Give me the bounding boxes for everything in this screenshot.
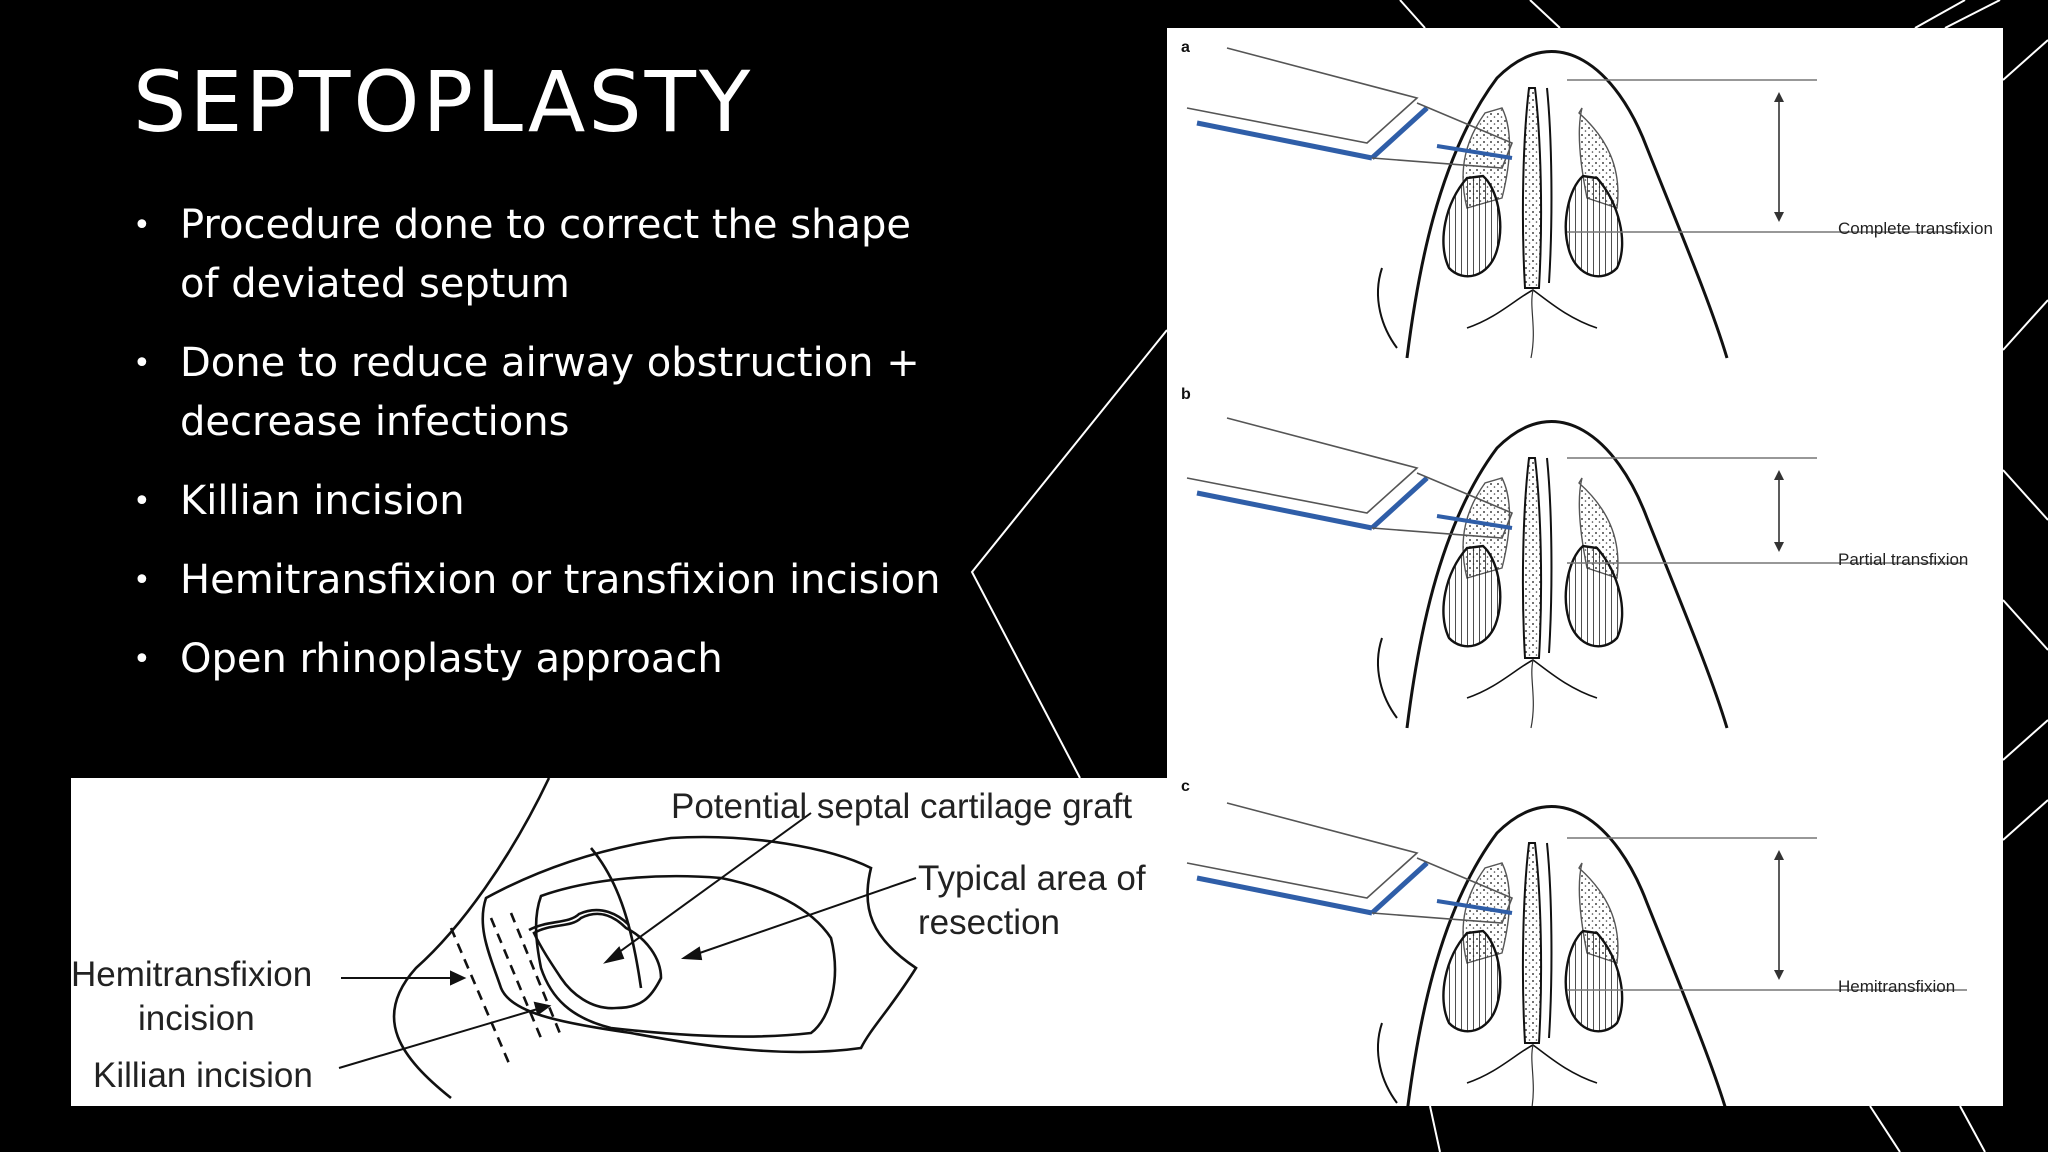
incision-diagram-svg: a Complete transfixion b Partial transfi… — [1181, 39, 1993, 1106]
resection-label: resection — [918, 903, 1060, 942]
bullet-icon: • — [133, 563, 151, 598]
septal-cartilage-figure: Potential septal cartilage graft Typical… — [71, 777, 1167, 1106]
panel-letter: c — [1181, 778, 1190, 795]
bullet-icon: • — [133, 346, 151, 381]
hemitransfixion-label: Hemitransfixion — [71, 955, 312, 994]
bullet-item: •Hemitransfixion or transfixion incision — [133, 551, 953, 610]
bullet-list: •Procedure done to correct the shape of … — [133, 196, 953, 709]
panel-label: Complete transfixion — [1838, 219, 1993, 238]
nose-panel-a — [1187, 48, 1727, 358]
killian-label: Killian incision — [93, 1056, 313, 1095]
panel-letter: a — [1181, 39, 1190, 56]
bullet-item: •Open rhinoplasty approach — [133, 630, 953, 689]
bullet-icon: • — [133, 642, 151, 677]
nose-panel-c — [1187, 803, 1727, 1106]
panel-label: Partial transfixion — [1838, 550, 1968, 569]
resection-label: Typical area of — [918, 859, 1146, 898]
hemitransfixion-label: incision — [138, 999, 255, 1038]
panel-label: Hemitransfixion — [1838, 977, 1955, 996]
panel-letter: b — [1181, 386, 1191, 403]
bullet-icon: • — [133, 484, 151, 519]
bullet-icon: • — [133, 208, 151, 243]
bullet-item: •Done to reduce airway obstruction + dec… — [133, 334, 953, 452]
nose-panel-b — [1187, 418, 1727, 728]
graft-label: Potential septal cartilage graft — [671, 787, 1132, 826]
slide-title: SEPTOPLASTY — [133, 53, 754, 151]
incision-diagram-figure: a Complete transfixion b Partial transfi… — [1167, 28, 2003, 1106]
bullet-item: •Killian incision — [133, 472, 953, 531]
bullet-item: •Procedure done to correct the shape of … — [133, 196, 953, 314]
septal-cartilage-svg: Potential septal cartilage graft Typical… — [71, 777, 1146, 1100]
